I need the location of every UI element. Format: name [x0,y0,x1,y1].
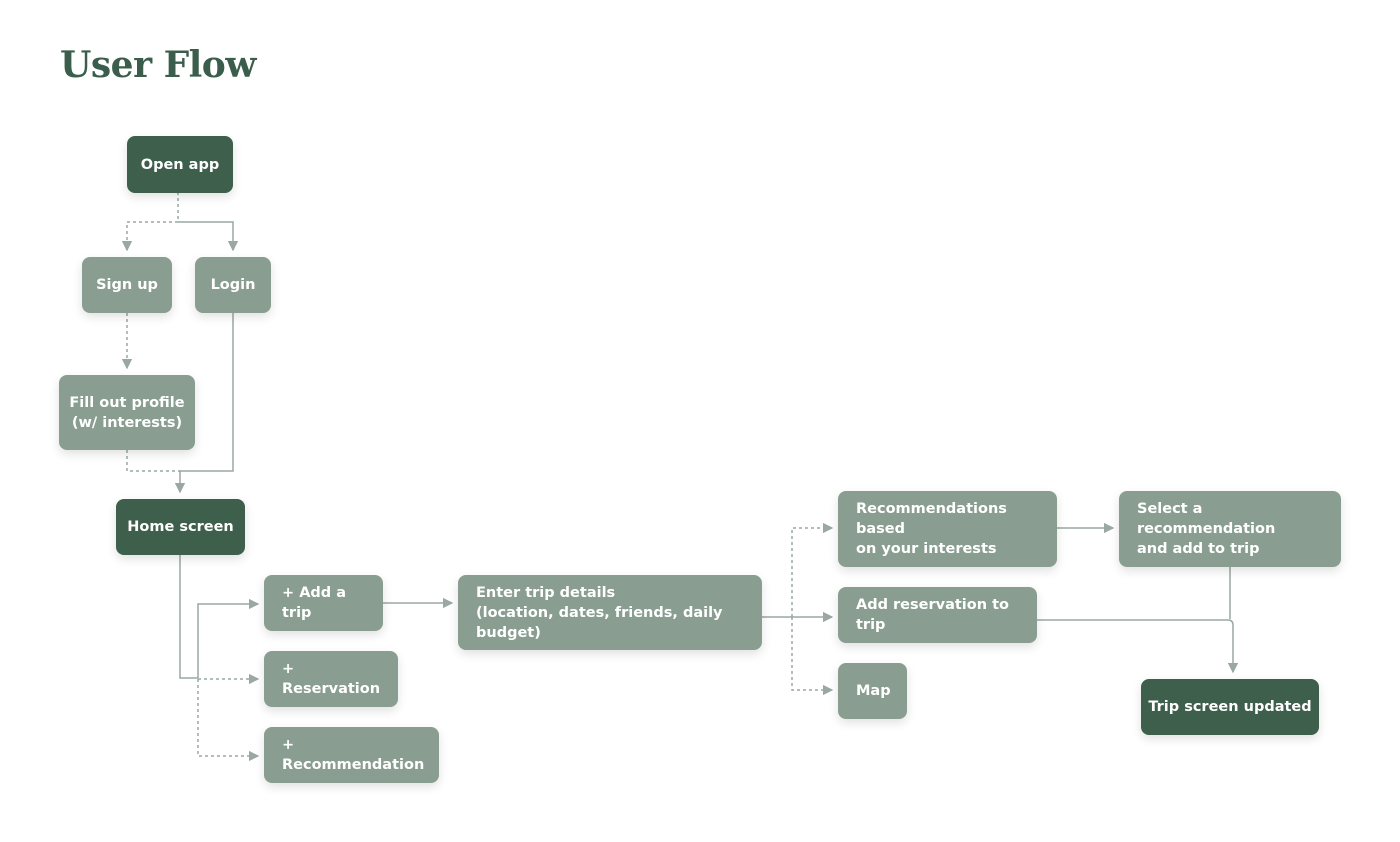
node-enter-trip-details[interactable]: Enter trip details (location, dates, fri… [458,575,762,650]
node-select-recommendation[interactable]: Select a recommendation and add to trip [1119,491,1341,567]
node-trip-screen-updated[interactable]: Trip screen updated [1141,679,1319,735]
node-open-app[interactable]: Open app [127,136,233,193]
edge-details-recs [791,522,834,617]
node-recommendation[interactable]: + Recommendation [264,727,439,783]
edge-home-recommendation [197,679,260,762]
edge-home-addtrip [197,598,260,678]
node-recommendations-interests[interactable]: Recommendations based on your interests [838,491,1057,567]
node-map[interactable]: Map [838,663,907,719]
edge-open-login [178,221,239,252]
node-reservation[interactable]: + Reservation [264,651,398,707]
node-login[interactable]: Login [195,257,271,313]
node-home-screen[interactable]: Home screen [116,499,245,555]
edge-home-vertical [179,555,198,679]
edge-open-signup [121,192,179,252]
page-title: User Flow [60,44,256,86]
node-fill-profile[interactable]: Fill out profile (w/ interests) [59,375,195,450]
edge-details-map [791,617,834,696]
edge-addres-updated [1037,619,1239,674]
edge-login-home [174,313,234,494]
node-add-trip[interactable]: + Add a trip [264,575,383,631]
edge-profile-home [126,450,180,472]
node-add-reservation[interactable]: Add reservation to trip [838,587,1037,643]
node-sign-up[interactable]: Sign up [82,257,172,313]
